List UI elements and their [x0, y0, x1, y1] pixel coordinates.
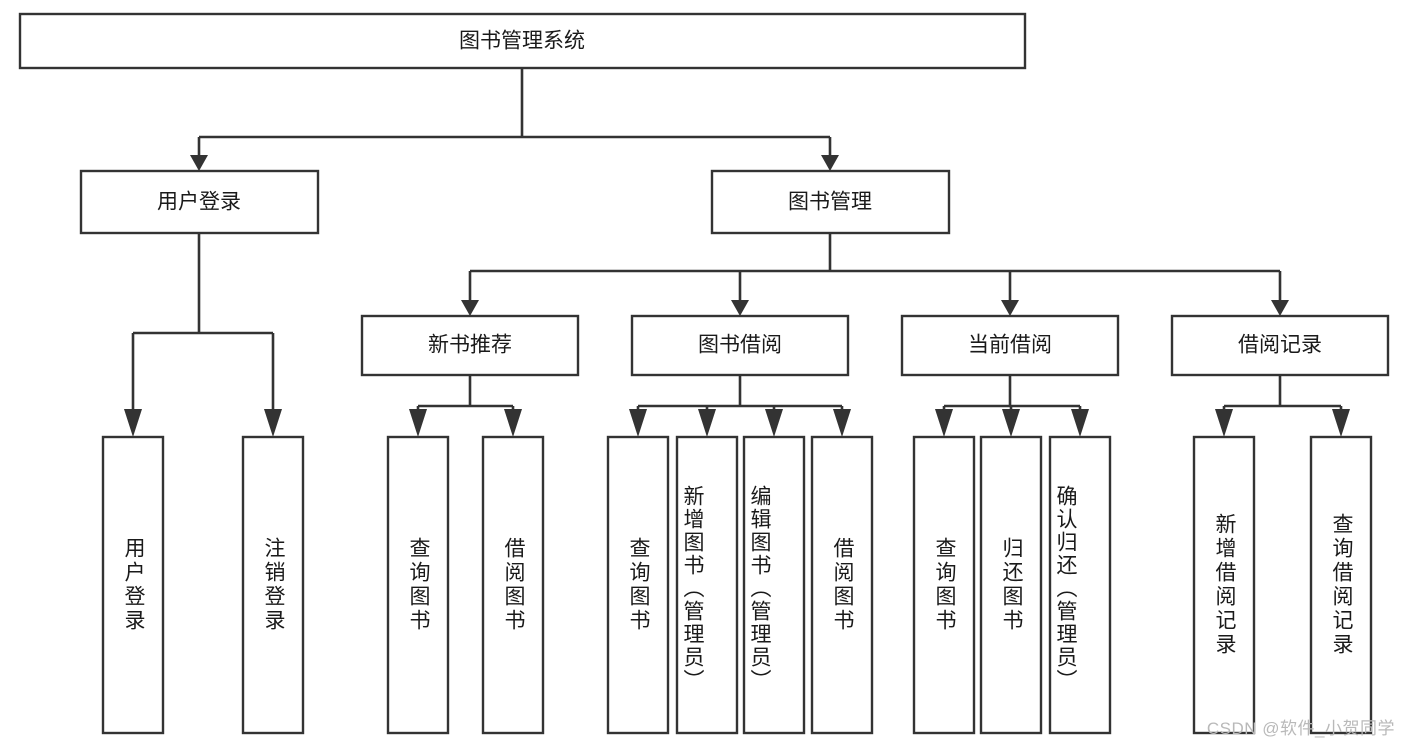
arrowhead-book-borrow: [731, 300, 749, 316]
leaf-bb-add-book-label: 新增图书（管理员）: [681, 484, 704, 692]
node-book-borrow-label: 图书借阅: [698, 334, 782, 357]
connector-layer: [124, 68, 1350, 437]
leaf-bb-add-book[interactable]: 新增图书（管理员）: [675, 435, 739, 735]
leaf-br-query-record-box: [1309, 435, 1373, 735]
arrowhead-current-borrow: [1001, 300, 1019, 316]
leaf-nb-borrow-book-box: [481, 435, 545, 735]
leaf-cb-query-book[interactable]: 查询图书: [912, 435, 976, 735]
leaf-user-login-label: 用户登录: [122, 537, 145, 633]
leaf-nb-borrow-book-label-wrap: 借阅图书: [502, 537, 525, 633]
leaf-logout[interactable]: 注销登录: [241, 435, 305, 735]
node-user-login-label: 用户登录: [157, 191, 241, 214]
leaf-br-query-record-label-wrap: 查询借阅记录: [1330, 513, 1353, 657]
leaf-bb-add-book-box: [675, 435, 739, 735]
leaf-br-add-record-box: [1192, 435, 1256, 735]
leaf-user-login-box: [101, 435, 165, 735]
arrowhead-br-query-record: [1332, 409, 1350, 437]
leaf-bb-borrow-book[interactable]: 借阅图书: [810, 435, 874, 735]
leaf-cb-return-book[interactable]: 归还图书: [979, 435, 1043, 735]
leaf-bb-query-book-box: [606, 435, 670, 735]
arrowhead-cb-return-book: [1002, 409, 1020, 437]
leaf-br-query-record-label: 查询借阅记录: [1330, 513, 1353, 657]
leaf-bb-edit-book[interactable]: 编辑图书（管理员）: [742, 435, 806, 735]
leaf-bb-query-book-label: 查询图书: [627, 537, 650, 633]
leaf-nb-query-book-label: 查询图书: [407, 537, 430, 633]
node-user-login-box: [79, 169, 320, 235]
arrowhead-new-book: [461, 300, 479, 316]
arrowhead-bb-add-book: [698, 409, 716, 437]
leaf-cb-return-book-box: [979, 435, 1043, 735]
leaf-nb-borrow-book-label: 借阅图书: [502, 537, 525, 633]
leaf-bb-borrow-book-box: [810, 435, 874, 735]
arrowhead-user-login: [190, 155, 208, 171]
leaf-nb-borrow-book[interactable]: 借阅图书: [481, 435, 545, 735]
node-root-label: 图书管理系统: [459, 30, 585, 53]
node-current-borrow-label: 当前借阅: [968, 334, 1052, 357]
node-new-book-recommend[interactable]: 新书推荐: [360, 314, 580, 377]
leaf-bb-edit-book-label-wrap: 编辑图书（管理员）: [748, 484, 771, 692]
leaf-cb-query-book-label: 查询图书: [933, 537, 956, 633]
leaf-logout-label: 注销登录: [262, 537, 285, 633]
leaf-cb-query-book-box: [912, 435, 976, 735]
node-borrow-record-box: [1170, 314, 1390, 377]
arrowhead-borrow-record: [1271, 300, 1289, 316]
leaf-cb-return-book-label-wrap: 归还图书: [1000, 537, 1023, 633]
node-new-book-recommend-label: 新书推荐: [428, 334, 512, 357]
arrowhead-cb-query-book: [935, 409, 953, 437]
leaf-bb-borrow-book-label-wrap: 借阅图书: [831, 537, 854, 633]
node-current-borrow[interactable]: 当前借阅: [900, 314, 1120, 377]
node-root-box: [18, 12, 1027, 70]
leaf-cb-confirm-return-label-wrap: 确认归还（管理员）: [1054, 484, 1077, 692]
leaf-nb-query-book-label-wrap: 查询图书: [407, 537, 430, 633]
leaf-bb-query-book-label-wrap: 查询图书: [627, 537, 650, 633]
node-current-borrow-box: [900, 314, 1120, 377]
leaf-br-add-record-label: 新增借阅记录: [1213, 513, 1236, 657]
arrowhead-leaf-user-login: [124, 409, 142, 437]
arrowhead-leaf-logout: [264, 409, 282, 437]
arrowhead-bb-edit-book: [765, 409, 783, 437]
arrowhead-nb-query-book: [409, 409, 427, 437]
node-user-login[interactable]: 用户登录: [79, 169, 320, 235]
leaf-cb-query-book-label-wrap: 查询图书: [933, 537, 956, 633]
leaf-cb-confirm-return-label: 确认归还（管理员）: [1054, 484, 1077, 692]
node-borrow-record[interactable]: 借阅记录: [1170, 314, 1390, 377]
leaf-bb-borrow-book-label: 借阅图书: [831, 537, 854, 633]
leaf-nb-query-book-box: [386, 435, 450, 735]
arrowhead-bb-query-book: [629, 409, 647, 437]
leaf-user-login[interactable]: 用户登录: [101, 435, 165, 735]
leaf-user-login-label-wrap: 用户登录: [122, 537, 145, 633]
leaf-br-add-record[interactable]: 新增借阅记录: [1192, 435, 1256, 735]
leaf-cb-confirm-return[interactable]: 确认归还（管理员）: [1048, 435, 1112, 735]
arrowhead-bb-borrow-book: [833, 409, 851, 437]
node-new-book-recommend-box: [360, 314, 580, 377]
leaf-cb-return-book-label: 归还图书: [1000, 537, 1023, 633]
node-book-management-label: 图书管理: [788, 191, 872, 214]
arrowhead-book-mgmt: [821, 155, 839, 171]
leaf-bb-query-book[interactable]: 查询图书: [606, 435, 670, 735]
arrowhead-cb-confirm-return: [1071, 409, 1089, 437]
leaf-br-add-record-label-wrap: 新增借阅记录: [1213, 513, 1236, 657]
node-book-management[interactable]: 图书管理: [710, 169, 951, 235]
leaf-logout-label-wrap: 注销登录: [262, 537, 285, 633]
leaf-bb-edit-book-box: [742, 435, 806, 735]
node-book-management-box: [710, 169, 951, 235]
leaf-logout-box: [241, 435, 305, 735]
node-book-borrow-box: [630, 314, 850, 377]
leaf-bb-add-book-label-wrap: 新增图书（管理员）: [681, 484, 704, 692]
leaf-bb-edit-book-label: 编辑图书（管理员）: [748, 484, 771, 692]
arrowhead-nb-borrow-book: [504, 409, 522, 437]
node-book-borrow[interactable]: 图书借阅: [630, 314, 850, 377]
leaf-br-query-record[interactable]: 查询借阅记录: [1309, 435, 1373, 735]
leaf-nb-query-book[interactable]: 查询图书: [386, 435, 450, 735]
arrowhead-br-add-record: [1215, 409, 1233, 437]
node-borrow-record-label: 借阅记录: [1238, 334, 1322, 357]
csdn-watermark: CSDN @软件_小贺同学: [1206, 719, 1395, 738]
leaf-cb-confirm-return-box: [1048, 435, 1112, 735]
node-root-system[interactable]: 图书管理系统: [18, 12, 1027, 70]
